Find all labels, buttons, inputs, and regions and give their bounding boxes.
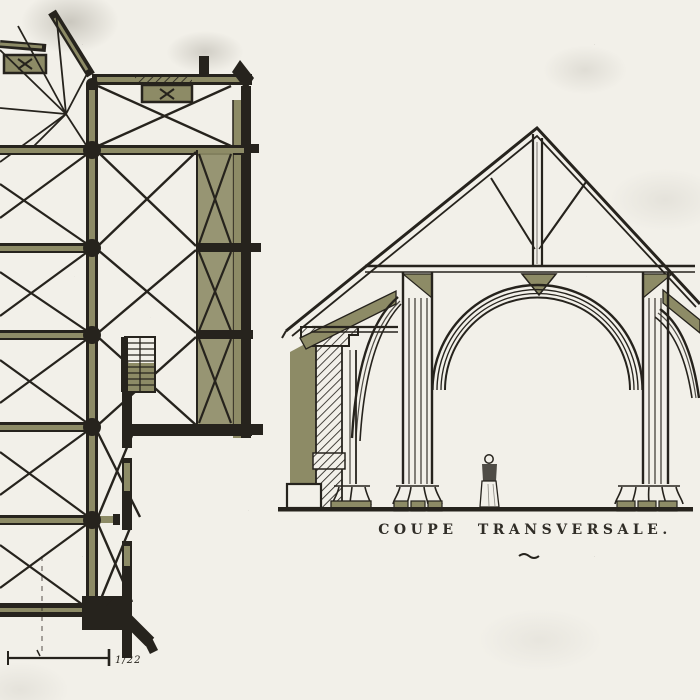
- plan-right-wall: [232, 86, 263, 438]
- section-caption: COUPE TRANSVERSALE.: [378, 522, 672, 538]
- section-aisle-spandrels: [299, 288, 700, 350]
- cross-section-drawing: [278, 125, 700, 512]
- ground-line: [278, 507, 693, 512]
- floor-plan-drawing: 1/22: [0, 9, 263, 666]
- section-main-arch: [431, 283, 644, 391]
- section-roof-truss: [281, 125, 700, 339]
- plan-apse-fan: [0, 11, 89, 163]
- plan-interior-walls: [122, 392, 252, 658]
- scale-label: 1/22: [115, 655, 141, 666]
- section-left-wall: [285, 326, 359, 510]
- plan-staircase: [121, 336, 156, 393]
- scale-bar: 1/22: [7, 649, 141, 666]
- human-figure: [479, 454, 500, 508]
- caption-flourish-icon: [518, 553, 540, 559]
- plan-apse: [0, 9, 95, 163]
